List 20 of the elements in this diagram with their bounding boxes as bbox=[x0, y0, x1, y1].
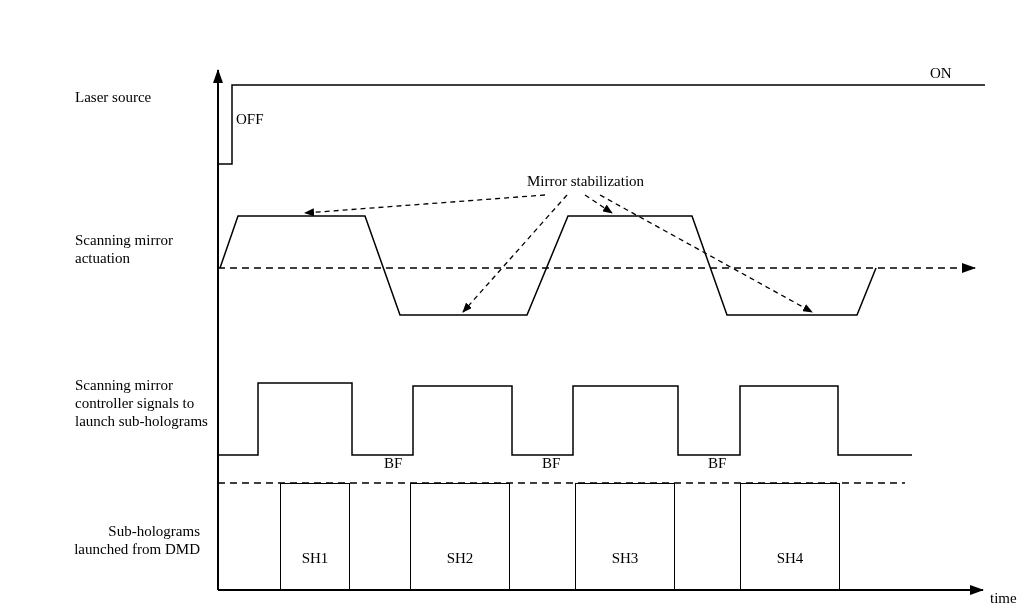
sub-hologram-box: SH2 bbox=[410, 483, 510, 590]
sub-hologram-box: SH1 bbox=[280, 483, 350, 590]
signal-label: Scanning mirror controller signals to launch sub-holograms bbox=[75, 376, 209, 430]
signal-label: BF bbox=[708, 454, 727, 472]
signal-label: BF bbox=[542, 454, 561, 472]
leader-arrow bbox=[584, 194, 613, 214]
actuation-waveform bbox=[219, 215, 877, 316]
sub-hologram-box: SH4 bbox=[740, 483, 840, 590]
leader-arrow bbox=[599, 194, 813, 313]
leader-arrow bbox=[304, 194, 546, 217]
sub-hologram-box: SH3 bbox=[575, 483, 675, 590]
signal-label: ON bbox=[930, 64, 952, 82]
signal-label: BF bbox=[384, 454, 403, 472]
signal-label: Sub-holograms launched from DMD bbox=[73, 522, 200, 558]
axis-label: time bbox=[990, 589, 1017, 607]
annotation-text: Mirror stabilization bbox=[527, 172, 693, 192]
signal-label: OFF bbox=[236, 110, 264, 128]
leader-arrow bbox=[462, 194, 568, 313]
signal-label: Laser source bbox=[75, 88, 152, 106]
signal-label: Scanning mirror actuation bbox=[75, 231, 174, 267]
